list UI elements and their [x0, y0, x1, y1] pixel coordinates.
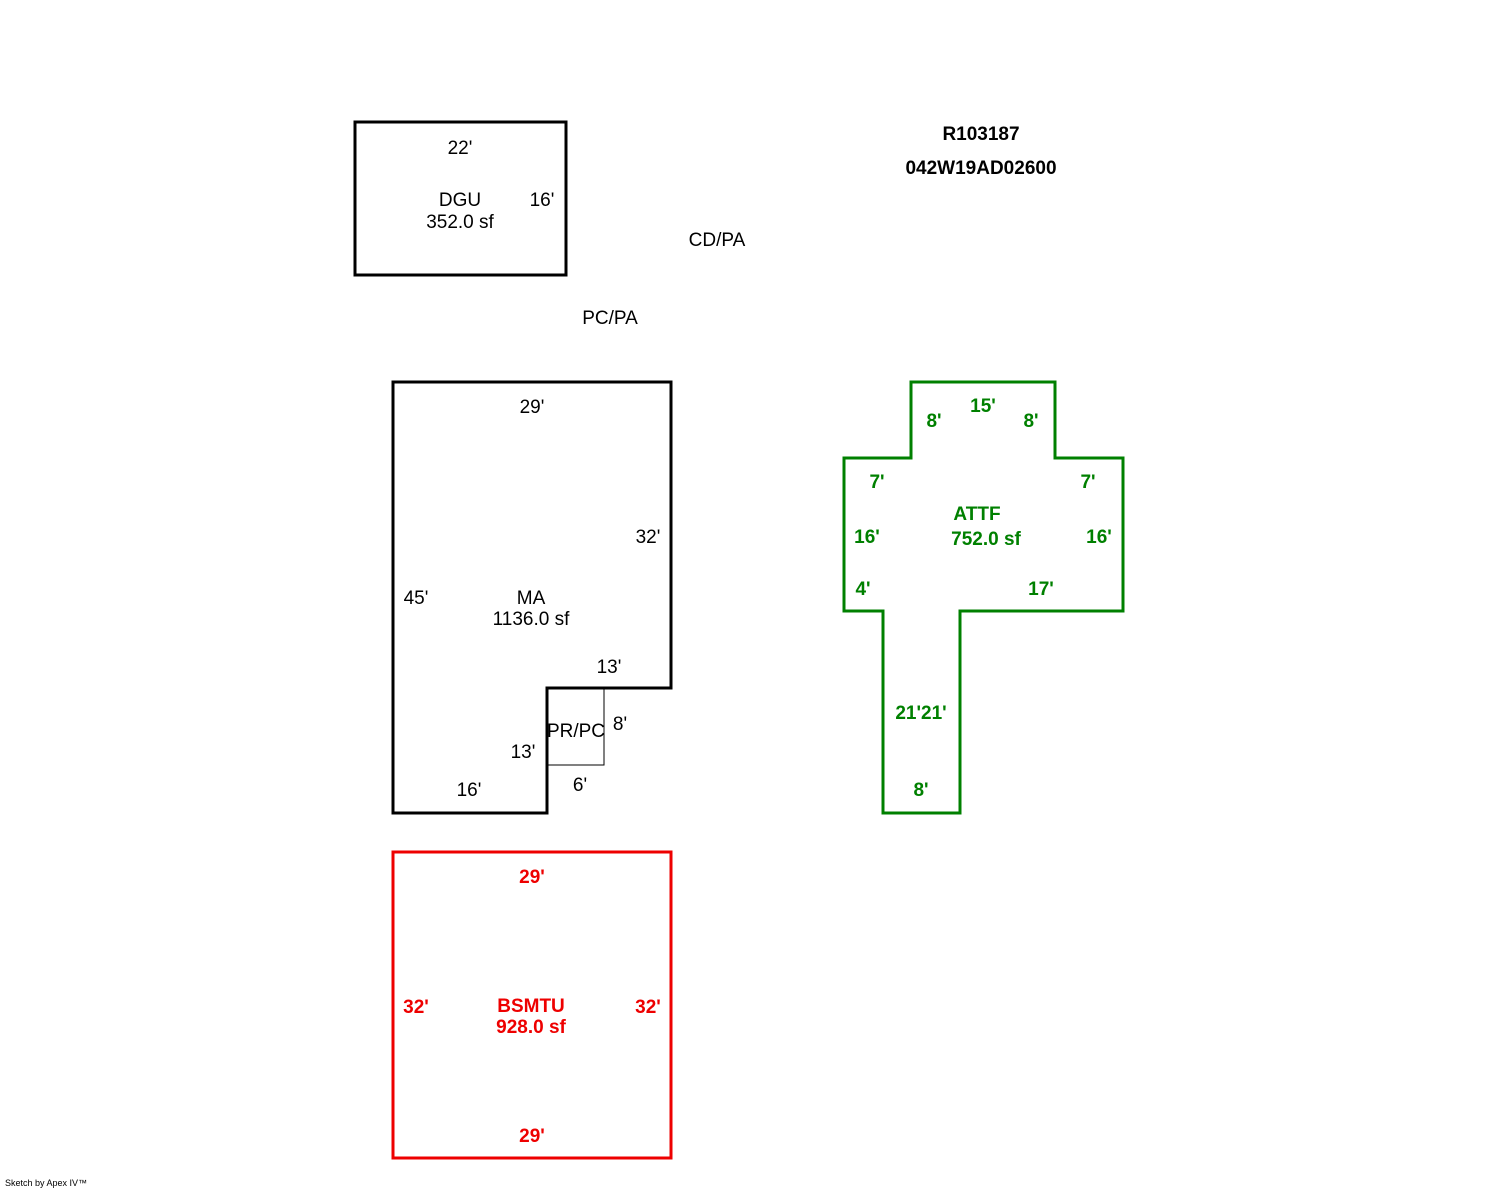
pr-pc-name: PR/PC: [547, 721, 605, 742]
ma-dim-step-side: 13': [511, 742, 536, 763]
ma-area-value: 1136.0 sf: [493, 609, 570, 630]
attf-dim-stem-bottom: 8': [913, 780, 928, 801]
attf-dim-shoulder-left: 7': [869, 472, 884, 493]
bsmtu-dim-left: 32': [403, 997, 429, 1018]
map-tax-lot: 042W19AD02600: [905, 158, 1056, 179]
bsmtu-name: BSMTU: [497, 996, 565, 1017]
pr-pc-dim-right: 8': [613, 714, 627, 735]
dgu-area-value: 352.0 sf: [426, 212, 494, 233]
pr-pc-dim-bottom: 6': [573, 775, 587, 796]
dgu-outline: [353, 120, 568, 277]
sketch-credit: Sketch by Apex IV™: [5, 1178, 87, 1188]
attf-area: 15' 8' 8' 7' 7' ATTF 752.0 sf 16' 16' 4'…: [842, 380, 1125, 815]
attf-dim-shoulder-right: 7': [1080, 472, 1095, 493]
dgu-name: DGU: [439, 190, 481, 211]
attf-outline: [842, 380, 1125, 815]
attf-dim-top: 15': [970, 396, 996, 417]
parcel-id: R103187: [942, 124, 1019, 145]
attf-dim-stem: 21'21': [895, 703, 946, 724]
bsmtu-area: 29' 32' 32' BSMTU 928.0 sf 29': [391, 850, 673, 1160]
bsmtu-dim-bottom: 29': [519, 1126, 545, 1147]
cd-pa-label: CD/PA: [689, 230, 746, 251]
bsmtu-dim-right: 32': [635, 997, 661, 1018]
pr-pc-area: PR/PC 8' 6': [546, 688, 627, 796]
ma-name: MA: [517, 588, 546, 609]
attf-dim-right: 16': [1086, 527, 1112, 548]
ma-dim-right: 32': [636, 527, 661, 548]
pr-pc-outline: [546, 688, 605, 766]
attf-dim-bottom-right: 17': [1028, 579, 1054, 600]
pc-pa-label: PC/PA: [582, 308, 638, 329]
dgu-dim-right: 16': [530, 190, 555, 211]
attf-dim-top-left-side: 8': [926, 411, 941, 432]
ma-dim-top: 29': [520, 397, 545, 418]
dgu-dim-top: 22': [448, 138, 473, 159]
bsmtu-outline: [391, 850, 673, 1160]
bsmtu-area-value: 928.0 sf: [496, 1017, 566, 1038]
attf-dim-left: 16': [854, 527, 880, 548]
ma-dim-left: 45': [404, 588, 429, 609]
ma-area: 29' 32' 45' MA 1136.0 sf 13' 13' 16': [391, 380, 673, 815]
ma-outline: [391, 380, 673, 815]
ma-dim-bottom: 16': [457, 780, 482, 801]
attf-area-value: 752.0 sf: [951, 529, 1021, 550]
attf-dim-bottom-left: 4': [855, 579, 870, 600]
dgu-area: 22' 16' DGU 352.0 sf: [353, 120, 568, 277]
attf-name: ATTF: [953, 504, 1000, 525]
ma-dim-step-top: 13': [597, 657, 622, 678]
attf-dim-top-right-side: 8': [1023, 411, 1038, 432]
bsmtu-dim-top: 29': [519, 867, 545, 888]
